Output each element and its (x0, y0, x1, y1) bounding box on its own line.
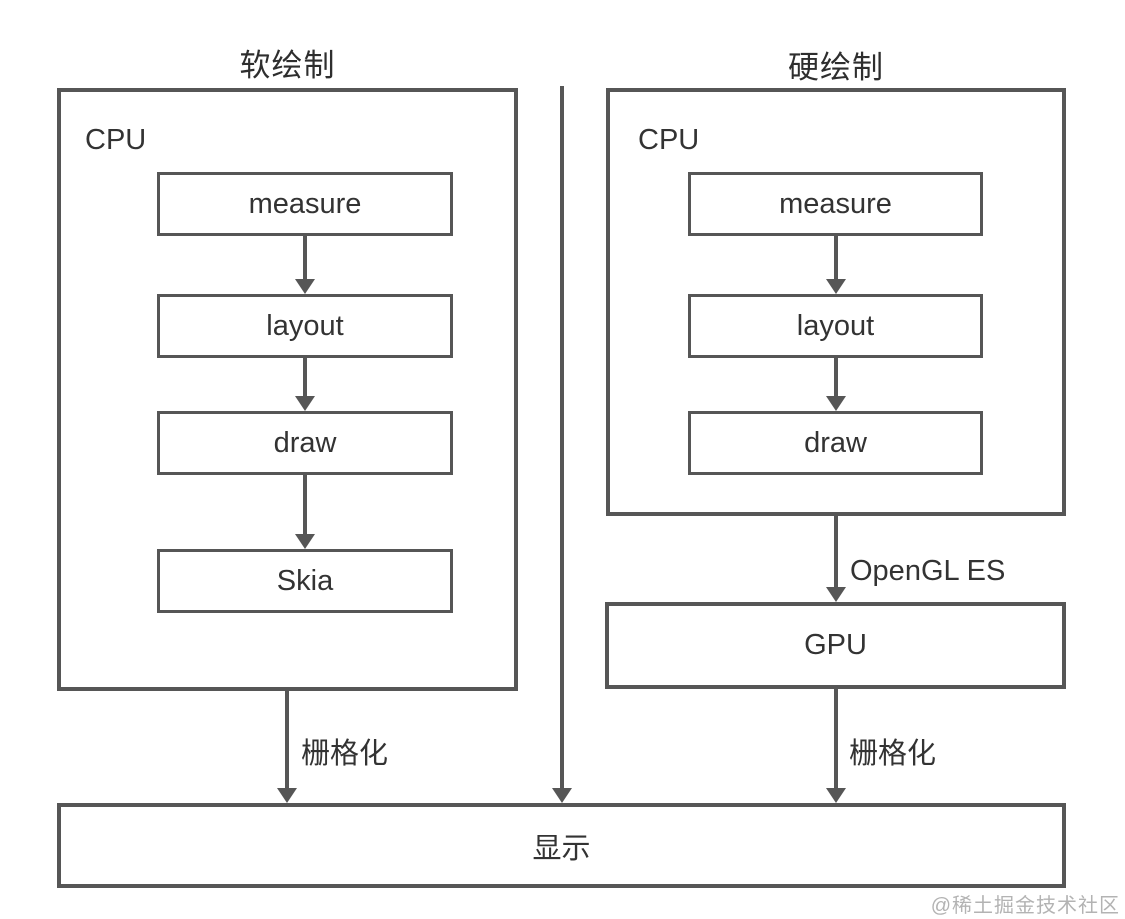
software-step-draw: draw (157, 411, 453, 475)
hardware-rendering-title: 硬绘制 (788, 50, 884, 85)
hardware-step-measure: measure (688, 172, 983, 236)
software-step-layout: layout (157, 294, 453, 358)
hardware-cpu-label: CPU (638, 124, 700, 156)
opengl-es-label: OpenGL ES (850, 555, 1006, 587)
arrow-hardware-measure-to-layout (825, 236, 847, 294)
software-rasterize-label: 栅格化 (301, 738, 389, 770)
watermark: @稀土掘金技术社区 (930, 895, 1120, 917)
hardware-step-layout: layout (688, 294, 983, 358)
arrow-hardware-cpu-to-gpu (825, 516, 847, 602)
hardware-rasterize-label: 栅格化 (849, 738, 937, 770)
arrow-software-measure-to-layout (294, 236, 316, 294)
arrow-software-layout-to-draw (294, 358, 316, 411)
display-box: 显示 (57, 803, 1066, 888)
software-step-measure: measure (157, 172, 453, 236)
hardware-step-draw: draw (688, 411, 983, 475)
arrow-middle-divider (551, 86, 573, 803)
arrow-software-draw-to-skia (294, 475, 316, 549)
arrow-gpu-to-display (825, 689, 847, 803)
gpu-box: GPU (605, 602, 1066, 689)
arrow-software-cpu-to-display (276, 691, 298, 803)
software-step-skia: Skia (157, 549, 453, 613)
software-cpu-label: CPU (85, 124, 147, 156)
arrow-hardware-layout-to-draw (825, 358, 847, 411)
software-rendering-title: 软绘制 (239, 48, 336, 83)
